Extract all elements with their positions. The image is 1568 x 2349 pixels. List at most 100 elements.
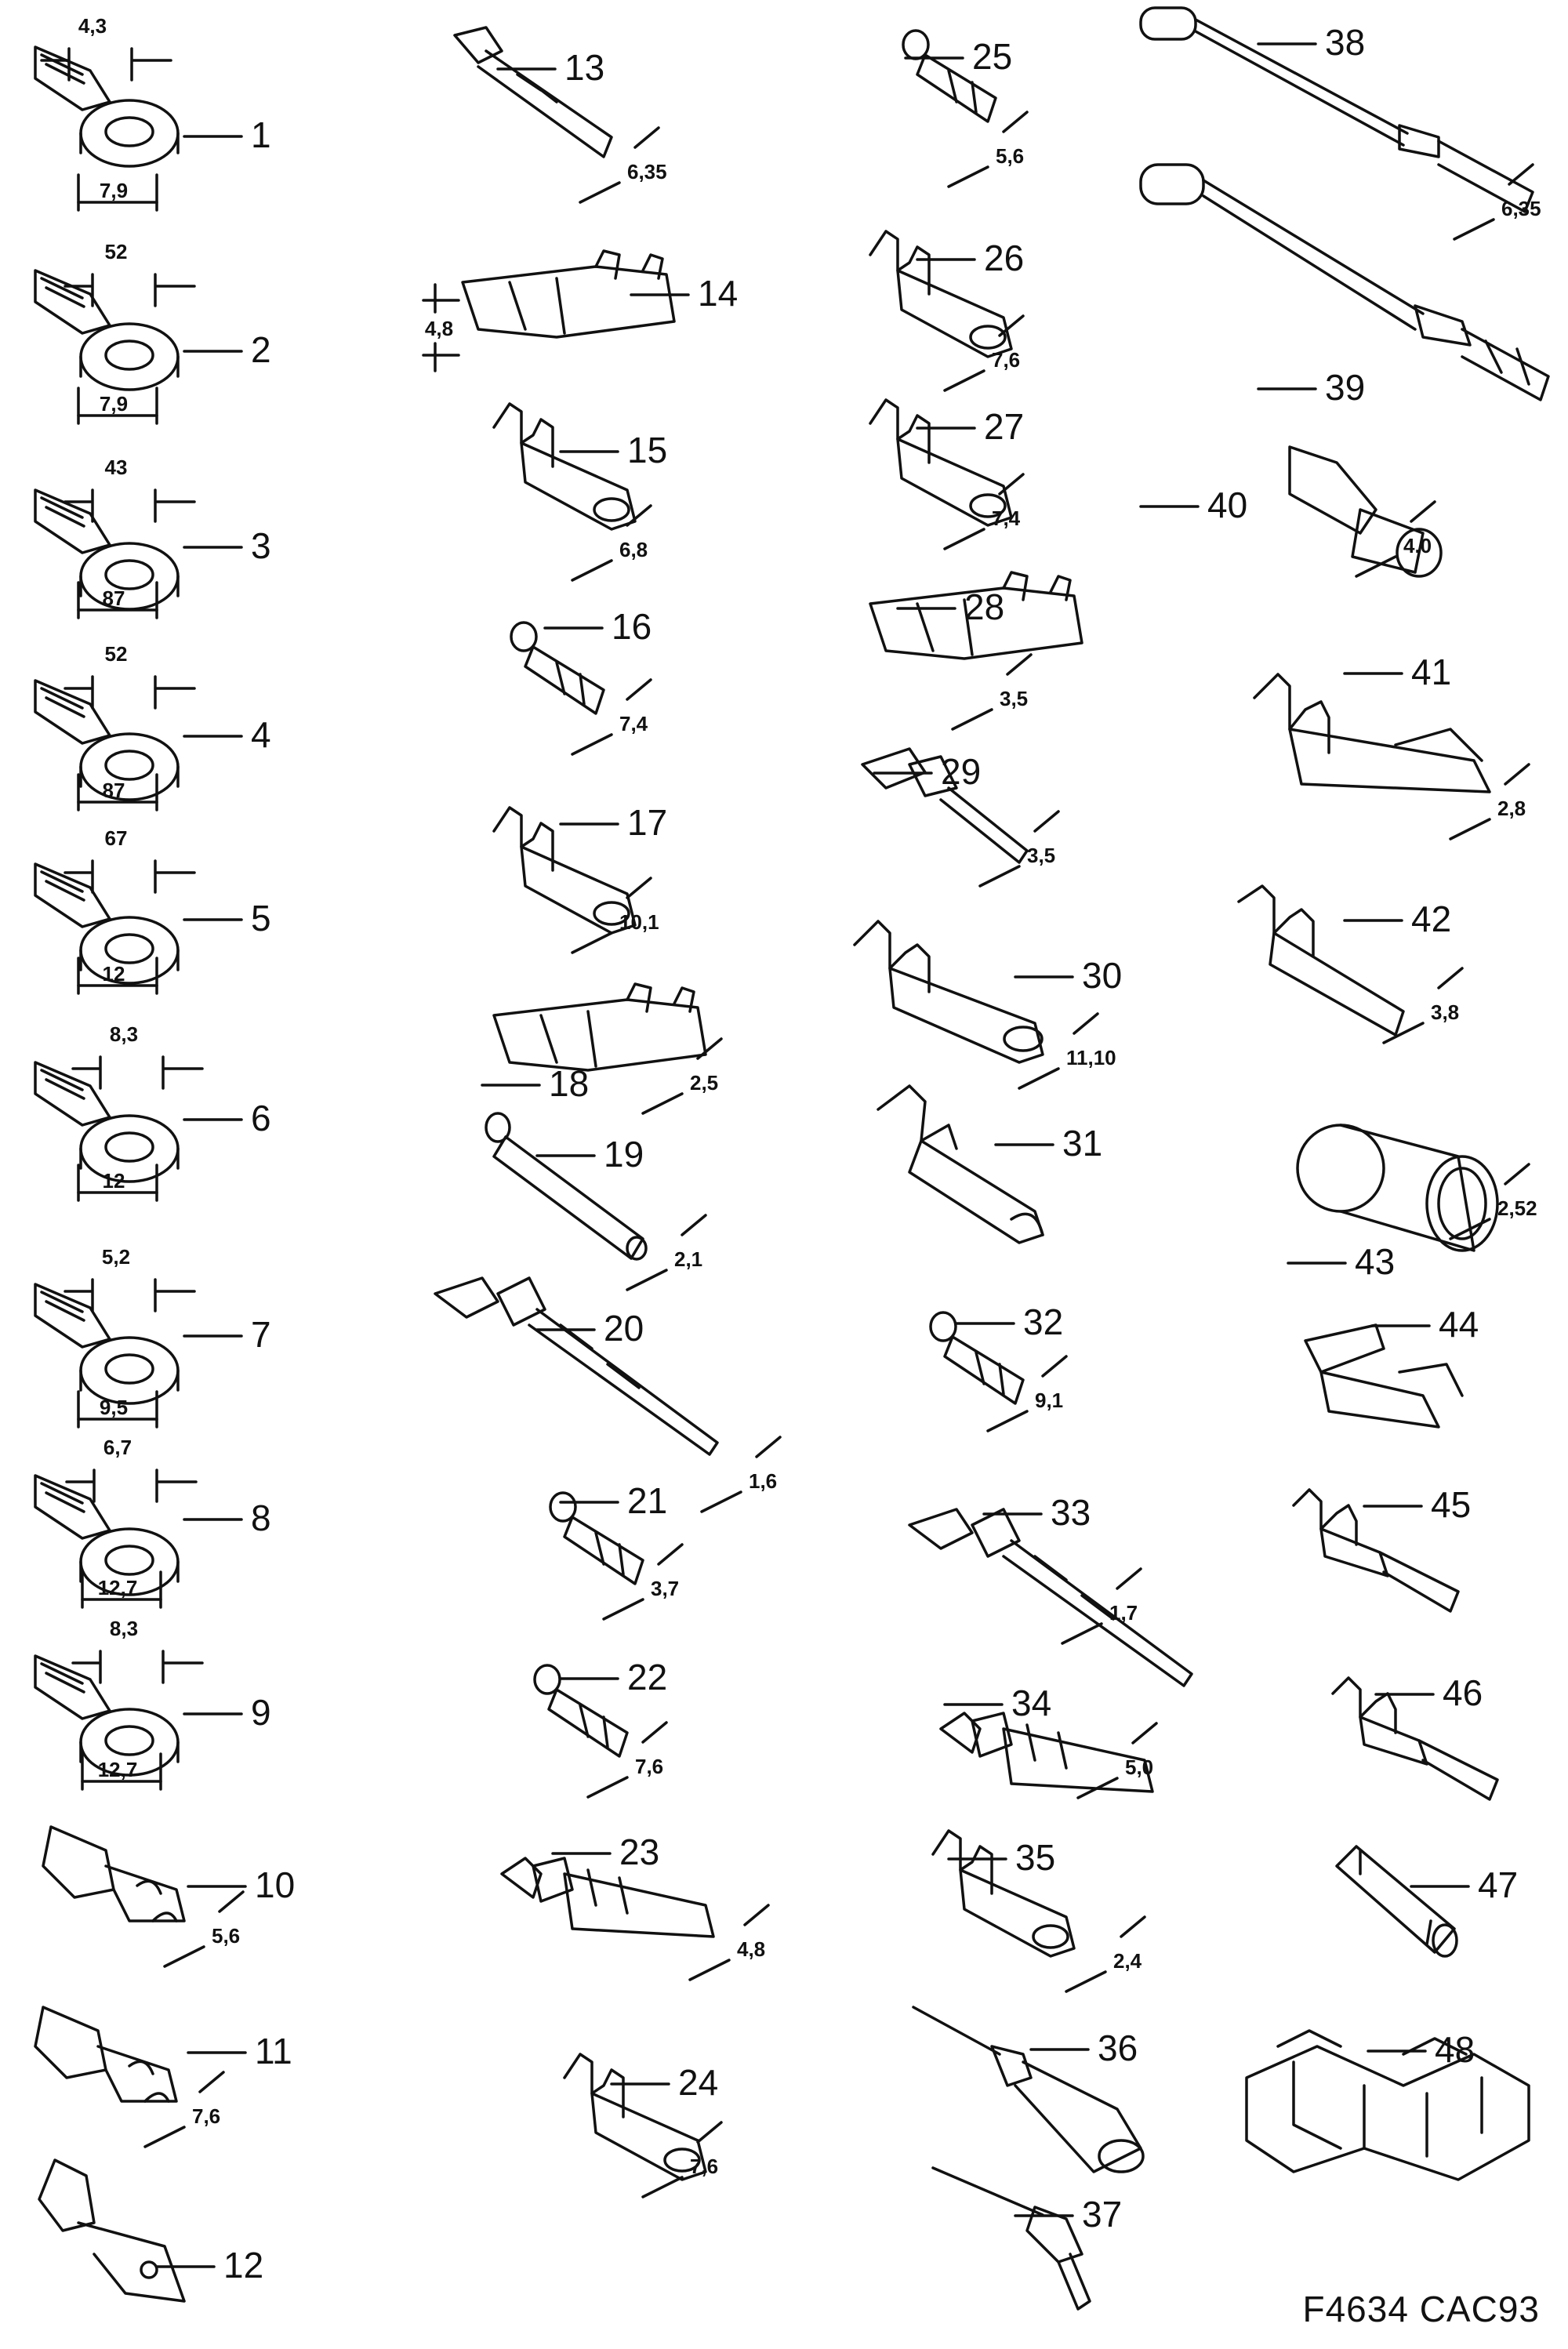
part-number-20: 20 [604, 1308, 644, 1349]
part-number-32: 32 [1023, 1302, 1063, 1342]
part-number-48: 48 [1435, 2029, 1475, 2070]
dimension-label-11-1: 7,6 [192, 2104, 220, 2128]
dimension-6-1 [71, 1055, 204, 1090]
dimension-label-15-1: 6,8 [619, 538, 648, 561]
dimension-3-2 [77, 581, 158, 619]
dimension-42-1 [1382, 967, 1464, 1044]
part-number-34: 34 [1011, 1683, 1051, 1723]
dimension-5-2 [77, 957, 158, 995]
part-number-2: 2 [251, 329, 271, 370]
dimension-label-14-1: 4,8 [425, 317, 453, 340]
part-number-29: 29 [941, 751, 981, 792]
dimension-10-1 [163, 1890, 245, 1968]
dimension-5-1 [64, 859, 196, 894]
part-39-drawing [1139, 163, 1550, 401]
dimension-label-17-1: 10,1 [619, 910, 659, 934]
dimension-label-40-1: 4.0 [1403, 534, 1432, 557]
dimension-29-1 [978, 810, 1060, 888]
dimension-label-2-2: 7,9 [100, 392, 128, 416]
part-31-drawing [877, 1084, 1054, 1244]
part-18-drawing [481, 982, 707, 1087]
part-number-24: 24 [678, 2062, 718, 2103]
dimension-43-1 [1449, 1163, 1530, 1240]
dimension-30-1 [1018, 1012, 1099, 1090]
dimension-1-2 [77, 173, 158, 212]
part-number-42: 42 [1411, 899, 1451, 939]
dimension-25-1 [947, 111, 1029, 188]
dimension-label-23-1: 4,8 [737, 1937, 765, 1961]
part-48-drawing [1245, 2029, 1530, 2181]
dimension-32-1 [986, 1355, 1068, 1432]
part-number-22: 22 [627, 1657, 667, 1697]
part-43-drawing [1287, 1124, 1499, 1265]
dimension-label-32-1: 9,1 [1035, 1389, 1063, 1412]
part-number-9: 9 [251, 1692, 271, 1733]
dimension-4-1 [64, 675, 196, 710]
part-41-drawing [1253, 672, 1491, 793]
dimension-label-28-1: 3,5 [1000, 687, 1028, 710]
part-number-30: 30 [1082, 955, 1122, 996]
dimension-label-1-1: 4,3 [78, 14, 107, 38]
dimension-15-1 [571, 504, 652, 582]
part-number-16: 16 [612, 606, 652, 647]
dimension-8-1 [65, 1469, 198, 1503]
dimension-label-42-1: 3,8 [1431, 1000, 1459, 1024]
part-23-drawing [500, 1852, 715, 1938]
dimension-22-1 [586, 1721, 668, 1799]
dimension-4-2 [77, 773, 158, 811]
dimension-label-7-2: 9,5 [100, 1396, 128, 1419]
dimension-16-1 [571, 678, 652, 756]
dimension-label-8-1: 6,7 [103, 1436, 132, 1459]
dimension-label-22-1: 7,6 [635, 1755, 663, 1778]
part-42-drawing [1237, 884, 1405, 1037]
part-number-26: 26 [984, 238, 1024, 278]
part-14-drawing [461, 249, 690, 339]
part-13-drawing [453, 26, 613, 158]
dimension-14-1 [422, 283, 460, 372]
dimension-label-39-1: 6,35 [1501, 197, 1541, 220]
dimension-24-1 [641, 2121, 723, 2198]
dimension-26-1 [943, 314, 1025, 392]
dimension-21-1 [602, 1543, 684, 1621]
part-number-6: 6 [251, 1098, 271, 1138]
dimension-label-29-1: 3,5 [1027, 844, 1055, 867]
part-drawings [34, 6, 1550, 2311]
dimension-19-1 [626, 1214, 707, 1291]
part-number-39: 39 [1325, 367, 1365, 408]
dimension-label-6-1: 8,3 [110, 1022, 138, 1046]
dimension-label-16-1: 7,4 [619, 712, 648, 735]
dimension-label-5-1: 67 [105, 826, 128, 850]
part-10-drawing [42, 1825, 247, 1922]
part-7-drawing [34, 1283, 243, 1405]
dimension-17-1 [571, 877, 652, 954]
dimension-18-1 [641, 1037, 723, 1115]
dimension-label-9-2: 12,7 [98, 1758, 138, 1781]
dimension-label-3-2: 87 [103, 586, 125, 610]
dimension-label-26-1: 7,6 [992, 348, 1020, 372]
part-15-drawing [492, 402, 637, 531]
part-number-14: 14 [698, 273, 738, 314]
part-3-drawing [34, 488, 243, 611]
part-number-44: 44 [1439, 1304, 1479, 1345]
part-8-drawing [34, 1474, 243, 1596]
part-21-drawing [549, 1491, 644, 1585]
part-number-25: 25 [972, 36, 1012, 77]
dimension-27-1 [943, 473, 1025, 550]
part-45-drawing [1292, 1488, 1460, 1613]
part-number-17: 17 [627, 802, 667, 843]
dimension-35-1 [1065, 1915, 1146, 1993]
dimension-label-18-1: 2,5 [690, 1071, 718, 1095]
dimension-41-1 [1449, 763, 1530, 840]
part-47-drawing [1335, 1845, 1470, 1958]
part-5-drawing [34, 862, 243, 985]
dimension-label-3-1: 43 [105, 456, 128, 479]
part-number-1: 1 [251, 114, 271, 155]
part-number-45: 45 [1431, 1484, 1471, 1525]
part-number-10: 10 [255, 1864, 295, 1905]
part-9-drawing [34, 1654, 243, 1777]
dimension-7-1 [64, 1278, 196, 1312]
part-20-drawing [434, 1276, 719, 1456]
dimension-label-35-1: 2,4 [1113, 1949, 1142, 1973]
dimension-6-2 [77, 1164, 158, 1202]
dimension-3-1 [64, 488, 196, 523]
